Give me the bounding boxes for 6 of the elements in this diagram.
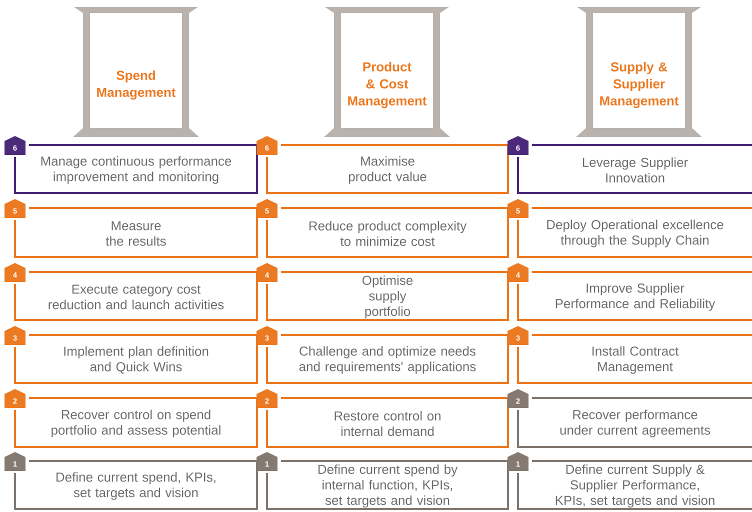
node-label: Supply & Supplier Management [600,62,679,108]
pillar-header: Product & Cost Management [324,7,450,137]
pillar-header: Spend Management [73,7,199,137]
node-label: Spend Management [97,70,176,100]
node-label: Product & Cost Management [348,62,427,108]
pillar-header: Supply & Supplier Management [576,7,702,137]
